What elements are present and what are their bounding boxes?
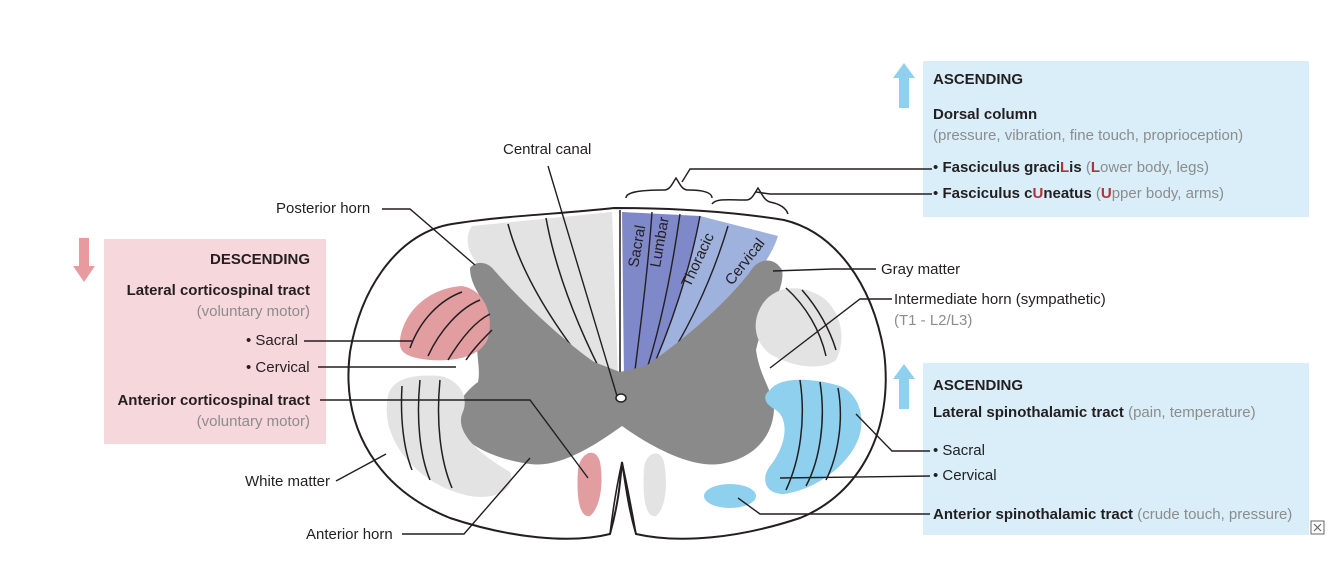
anterior-horn-label: Anterior horn	[306, 526, 393, 543]
ascending-arrow-icon	[893, 63, 915, 108]
anterior-corticospinal-tract	[577, 452, 602, 517]
dorsal-column-left	[467, 212, 618, 378]
lateral-corticospinal-lines	[409, 291, 493, 361]
left-anterolateral-lines	[400, 379, 453, 489]
gray-matter	[455, 260, 783, 465]
anterior-corticospinal-title: Anterior corticospinal tract	[117, 392, 310, 409]
cuneatus-desc: (Upper body, arms)	[1091, 185, 1224, 202]
ascending-spinothalamic-box	[923, 363, 1309, 535]
lateral-spinothalamic-tract	[765, 379, 862, 494]
cuneatus-bracket	[711, 186, 789, 215]
gracilis-desc: (Lower body, legs)	[1081, 159, 1209, 176]
intermediate-horn-levels: (T1 - L2/L3)	[894, 312, 973, 329]
descending-box	[104, 239, 326, 444]
bullet: •	[933, 185, 939, 202]
spinothalamic-cervical-item: • Cervical	[933, 467, 997, 484]
gray-matter-label: Gray matter	[881, 261, 961, 278]
descending-heading: DESCENDING	[209, 251, 310, 268]
cuneatus-name: Fasciculus cUneatus	[942, 185, 1092, 202]
bullet: •	[933, 159, 939, 176]
lateral-corticospinal-tract	[399, 286, 490, 361]
fasciculus-cuneatus-item: • Fasciculus cUneatus (Upper body, arms)	[933, 185, 1224, 203]
lateral-spinothalamic-title: Lateral spinothalamic tract (pain, tempe…	[933, 404, 1256, 421]
dorsal-column-subtitle: (pressure, vibration, fine touch, propri…	[933, 127, 1244, 144]
right-dorsolateral-white-tract	[755, 288, 842, 367]
anterior-corticospinal-sub: (voluntary motor)	[196, 413, 310, 430]
ascending-dorsal-box	[923, 61, 1309, 217]
dorsal-column-title: Dorsal column	[933, 106, 1038, 123]
anterior-median-fissure	[609, 461, 637, 535]
central-canal-label: Central canal	[503, 141, 592, 158]
leader-lines	[304, 165, 932, 535]
descending-cervical-item: • Cervical	[246, 359, 310, 376]
central-canal	[615, 393, 627, 403]
ascending-spinothalamic-heading: ASCENDING	[933, 377, 1024, 394]
lateral-corticospinal-sub: (voluntary motor)	[196, 303, 310, 320]
expand-icon-glyph	[1313, 523, 1322, 532]
gracilis-name: Fasciculus graciLis	[942, 159, 1082, 176]
right-dorsolateral-lines	[785, 287, 837, 357]
lateral-corticospinal-title: Lateral corticospinal tract	[126, 282, 310, 299]
gracilis-bracket	[625, 176, 713, 199]
intermediate-horn-label: Intermediate horn (sympathetic)	[894, 291, 1106, 308]
posterior-horn-label: Posterior horn	[276, 200, 371, 217]
ascending-dorsal-heading: ASCENDING	[933, 71, 1024, 88]
anterior-spinothalamic-title: Anterior spinothalamic tract (crude touc…	[933, 506, 1293, 523]
anterior-white-tract-right	[643, 453, 666, 517]
fasciculus-gracilis-item: • Fasciculus graciLis (Lower body, legs)	[933, 159, 1209, 177]
white-matter-label: White matter	[245, 473, 331, 490]
spinothalamic-sacral-item: • Sacral	[933, 442, 985, 459]
descending-arrow-icon	[73, 238, 95, 282]
dorsal-segment-sacral-lumbar	[622, 212, 700, 380]
anterior-spinothalamic-tract	[704, 484, 756, 508]
ascending-arrow-icon	[893, 364, 915, 409]
descending-sacral-item: • Sacral	[246, 332, 298, 349]
